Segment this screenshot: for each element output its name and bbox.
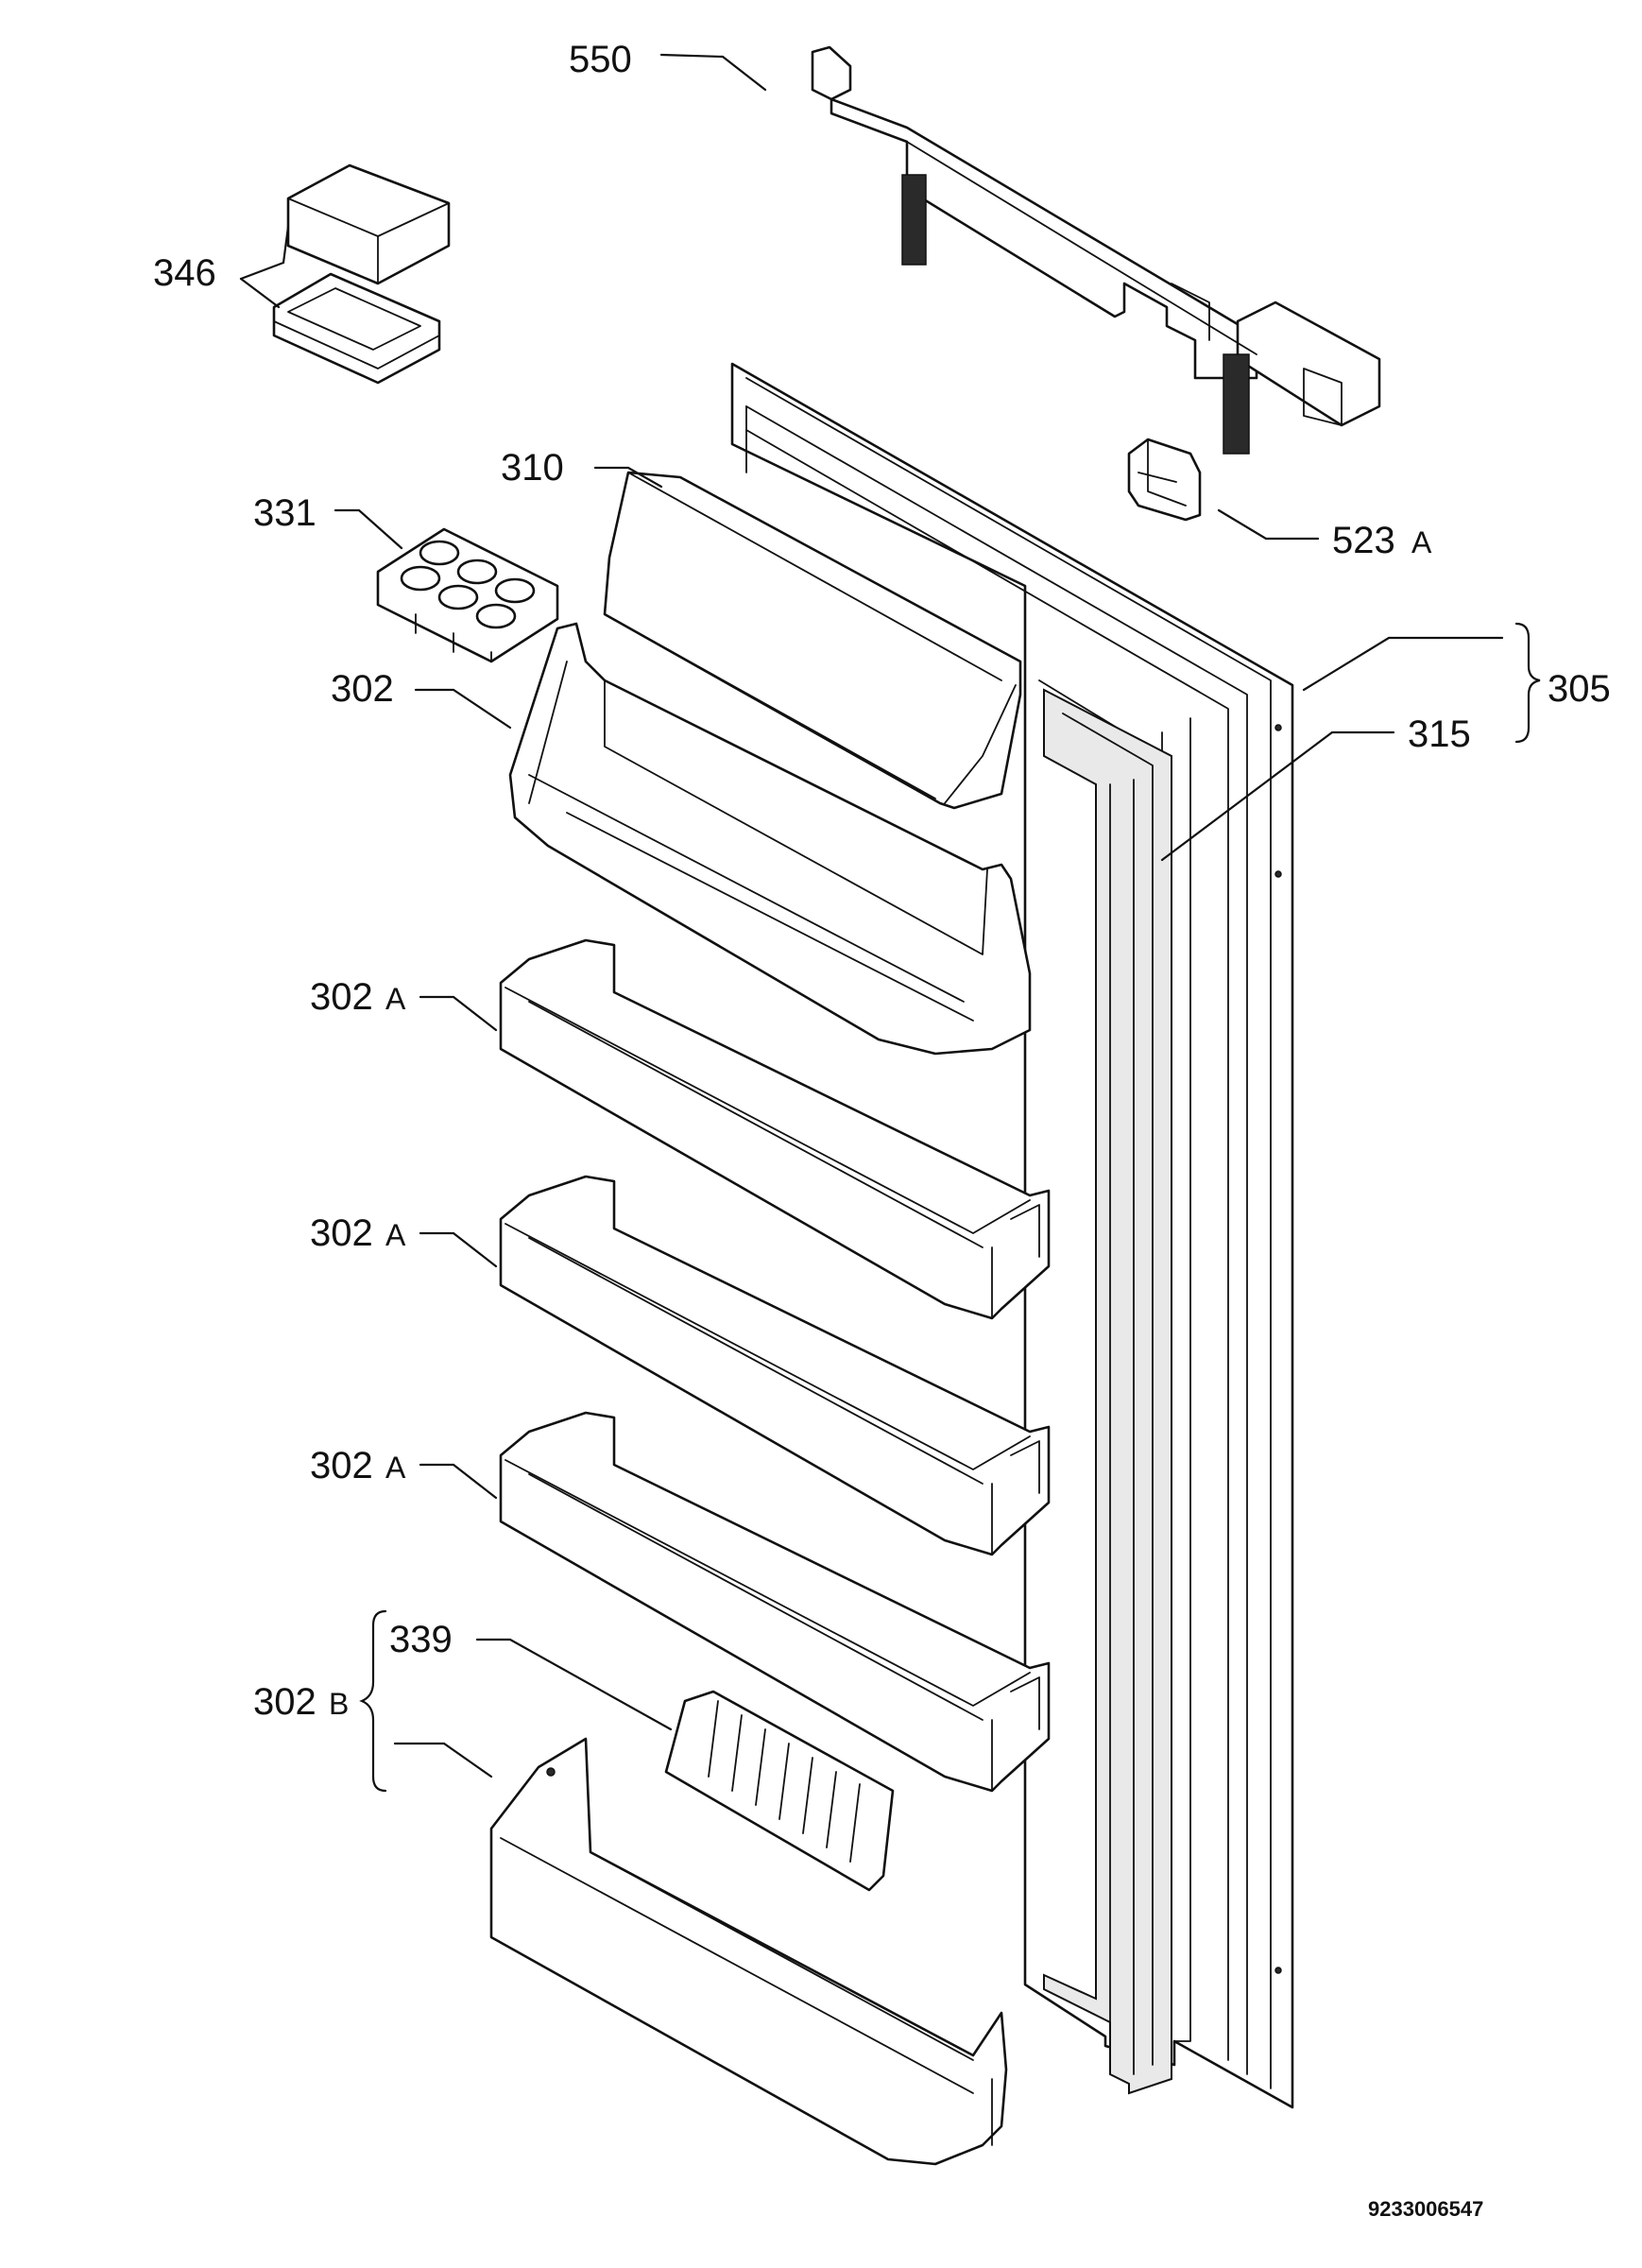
door-shelf-part-302a-3: [499, 1411, 1051, 1793]
door-shelf-part-302a-1: [499, 938, 1051, 1320]
callout-302: 302: [331, 668, 394, 710]
hinge-block-part-523a: [1127, 438, 1202, 522]
callout-302a-3: 302: [310, 1445, 373, 1486]
callout-302a-2: 302: [310, 1212, 373, 1254]
hinge-bar-part-550: [811, 45, 1381, 455]
callout-346: 346: [153, 252, 216, 294]
callout-339: 339: [389, 1619, 453, 1660]
callout-315: 315: [1408, 713, 1471, 755]
door-shelf-part-302a-2: [499, 1175, 1051, 1556]
callout-302b: 302: [253, 1681, 316, 1723]
callout-550: 550: [569, 39, 632, 80]
dairy-flap-part-310: [603, 471, 1022, 810]
door-shelf-part-302: [508, 622, 1032, 1056]
callout-302a-2-suffix: A: [385, 1218, 406, 1252]
door-gasket-part-315: [1043, 688, 1172, 2095]
callout-523: 523: [1332, 520, 1395, 561]
callout-302a-1: 302: [310, 976, 373, 1018]
callout-305: 305: [1548, 668, 1611, 710]
callout-302a-1-suffix: A: [385, 982, 406, 1016]
callout-331: 331: [253, 492, 316, 534]
callout-302b-suffix: B: [329, 1687, 349, 1721]
leader-lines: [239, 53, 1541, 1793]
drawing-code: 9233006547: [1368, 2197, 1483, 2221]
callout-labels: 550 346 310 331 523 A 302 305 315 302 A …: [153, 39, 1611, 1723]
egg-tray-part-331: [376, 527, 559, 663]
callout-523-suffix: A: [1411, 525, 1432, 559]
callout-310: 310: [501, 447, 564, 489]
bottle-divider-part-339: [664, 1690, 895, 1892]
bottle-shelf-part-302b: [489, 1737, 1008, 2166]
callout-302a-3-suffix: A: [385, 1451, 406, 1485]
cover-and-frame-part-346: [272, 163, 451, 385]
